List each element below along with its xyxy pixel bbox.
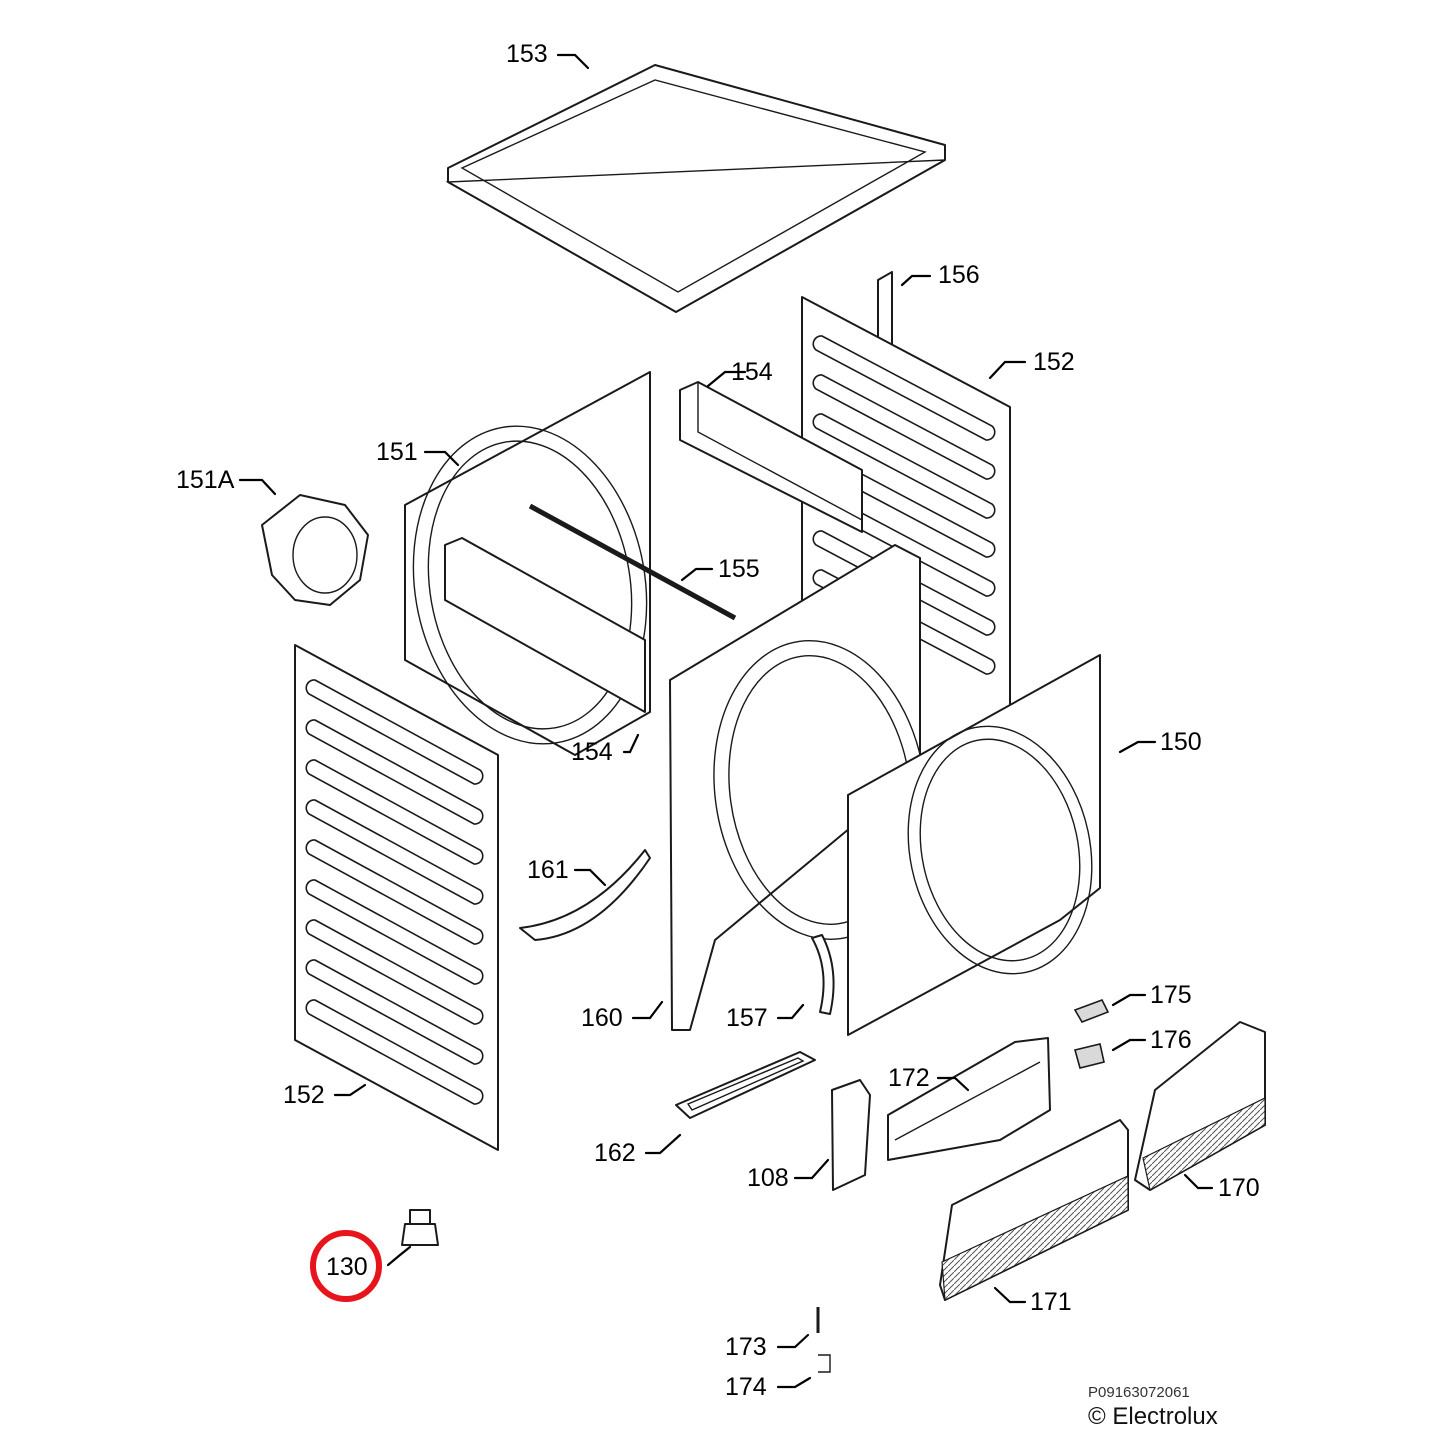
drawing-code: P09163072061	[1088, 1384, 1190, 1401]
part-161-curved-seal	[519, 849, 651, 941]
label-175: 175	[1150, 981, 1192, 1009]
label-172: 172	[888, 1064, 930, 1092]
part-108-component	[831, 1079, 871, 1191]
part-151a-duct	[261, 494, 369, 606]
part-157-seal	[811, 934, 835, 1015]
label-150: 150	[1160, 728, 1202, 756]
label-130: 130	[326, 1253, 368, 1281]
part-171-panel	[939, 1119, 1129, 1301]
label-174: 174	[725, 1373, 767, 1401]
label-156: 156	[938, 261, 980, 289]
label-151a: 151A	[176, 466, 235, 494]
highlight-circle-130	[310, 1230, 382, 1302]
label-152-top: 152	[1033, 348, 1075, 376]
part-153-top-cover	[445, 64, 946, 313]
label-153: 153	[506, 40, 548, 68]
label-176: 176	[1150, 1026, 1192, 1054]
label-151: 151	[376, 438, 418, 466]
part-170-panel	[1134, 1021, 1266, 1191]
part-162-gasket	[675, 1051, 816, 1119]
part-155-rod	[528, 503, 737, 621]
part-176-switch	[1074, 1043, 1105, 1069]
label-171: 171	[1030, 1288, 1072, 1316]
part-labels: 153 156 152 154 151 151A 155 150 154 161…	[176, 40, 1260, 1401]
part-130-foot	[401, 1209, 439, 1246]
copyright-brand: © Electrolux	[1088, 1403, 1218, 1430]
label-161: 161	[527, 856, 569, 884]
label-152-bottom: 152	[283, 1081, 325, 1109]
label-155: 155	[718, 555, 760, 583]
part-152-side-panel-left	[294, 644, 499, 1151]
label-154-top: 154	[731, 358, 773, 386]
part-150-front-panel	[847, 654, 1101, 1036]
label-170: 170	[1218, 1174, 1260, 1202]
label-108: 108	[747, 1164, 789, 1192]
part-175-clip	[1073, 999, 1110, 1023]
part-174-clip	[818, 1354, 831, 1373]
label-173: 173	[725, 1333, 767, 1361]
label-162: 162	[594, 1139, 636, 1167]
leader-lines	[238, 53, 1214, 1389]
part-154-rail-lower	[444, 537, 646, 713]
part-154-rail-upper	[679, 381, 863, 533]
label-157: 157	[726, 1004, 768, 1032]
label-154-bottom: 154	[571, 738, 613, 766]
part-172-bracket	[887, 1037, 1051, 1161]
label-160: 160	[581, 1004, 623, 1032]
